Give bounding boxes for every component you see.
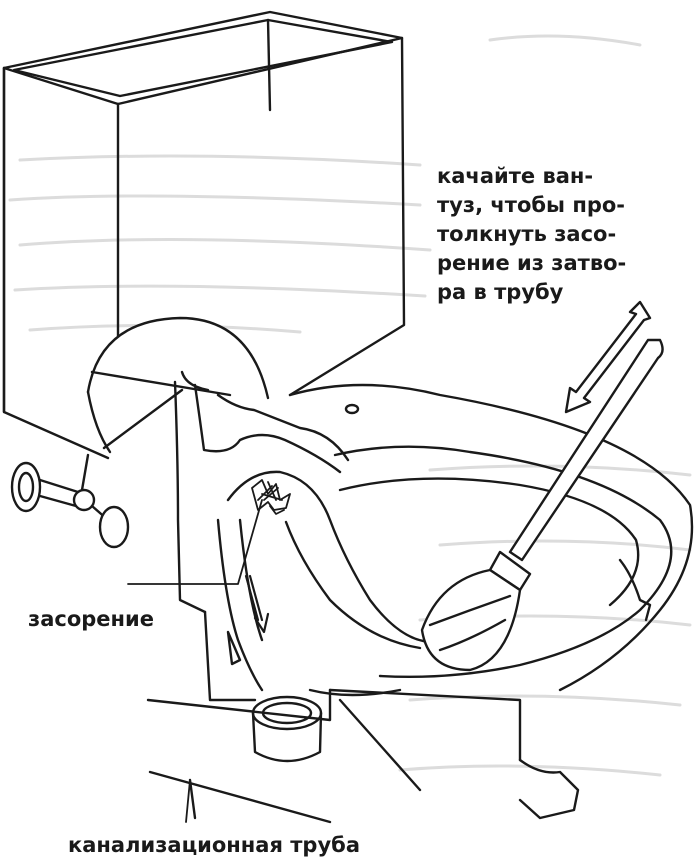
instruction-line-5: ра в трубу — [437, 280, 564, 304]
toilet-trapway — [173, 380, 432, 702]
clog-label: засорение — [28, 607, 154, 631]
toilet-bowl — [288, 383, 694, 692]
instruction-line-3: толкнуть засо- — [437, 222, 617, 246]
instruction-line-4: рение из затво- — [437, 251, 627, 275]
instruction-line-2: туз, чтобы про- — [437, 193, 626, 217]
sewer-pipe-label: канализационная труба — [68, 833, 360, 857]
plunger — [420, 338, 664, 672]
instruction-caption: качайте ван- туз, чтобы про- толкнуть за… — [437, 163, 626, 308]
toilet-drawing — [2, 10, 694, 824]
water-supply-valve — [10, 453, 130, 549]
tank-cutaway — [86, 316, 270, 454]
toilet-base — [146, 688, 580, 824]
clog-debris — [251, 479, 291, 515]
double-arrow-icon — [564, 300, 652, 414]
flow-arrow-icon — [244, 574, 270, 634]
leader-lines — [127, 499, 263, 823]
instruction-line-1: качайте ван- — [437, 164, 594, 188]
toilet-tank — [2, 10, 406, 460]
